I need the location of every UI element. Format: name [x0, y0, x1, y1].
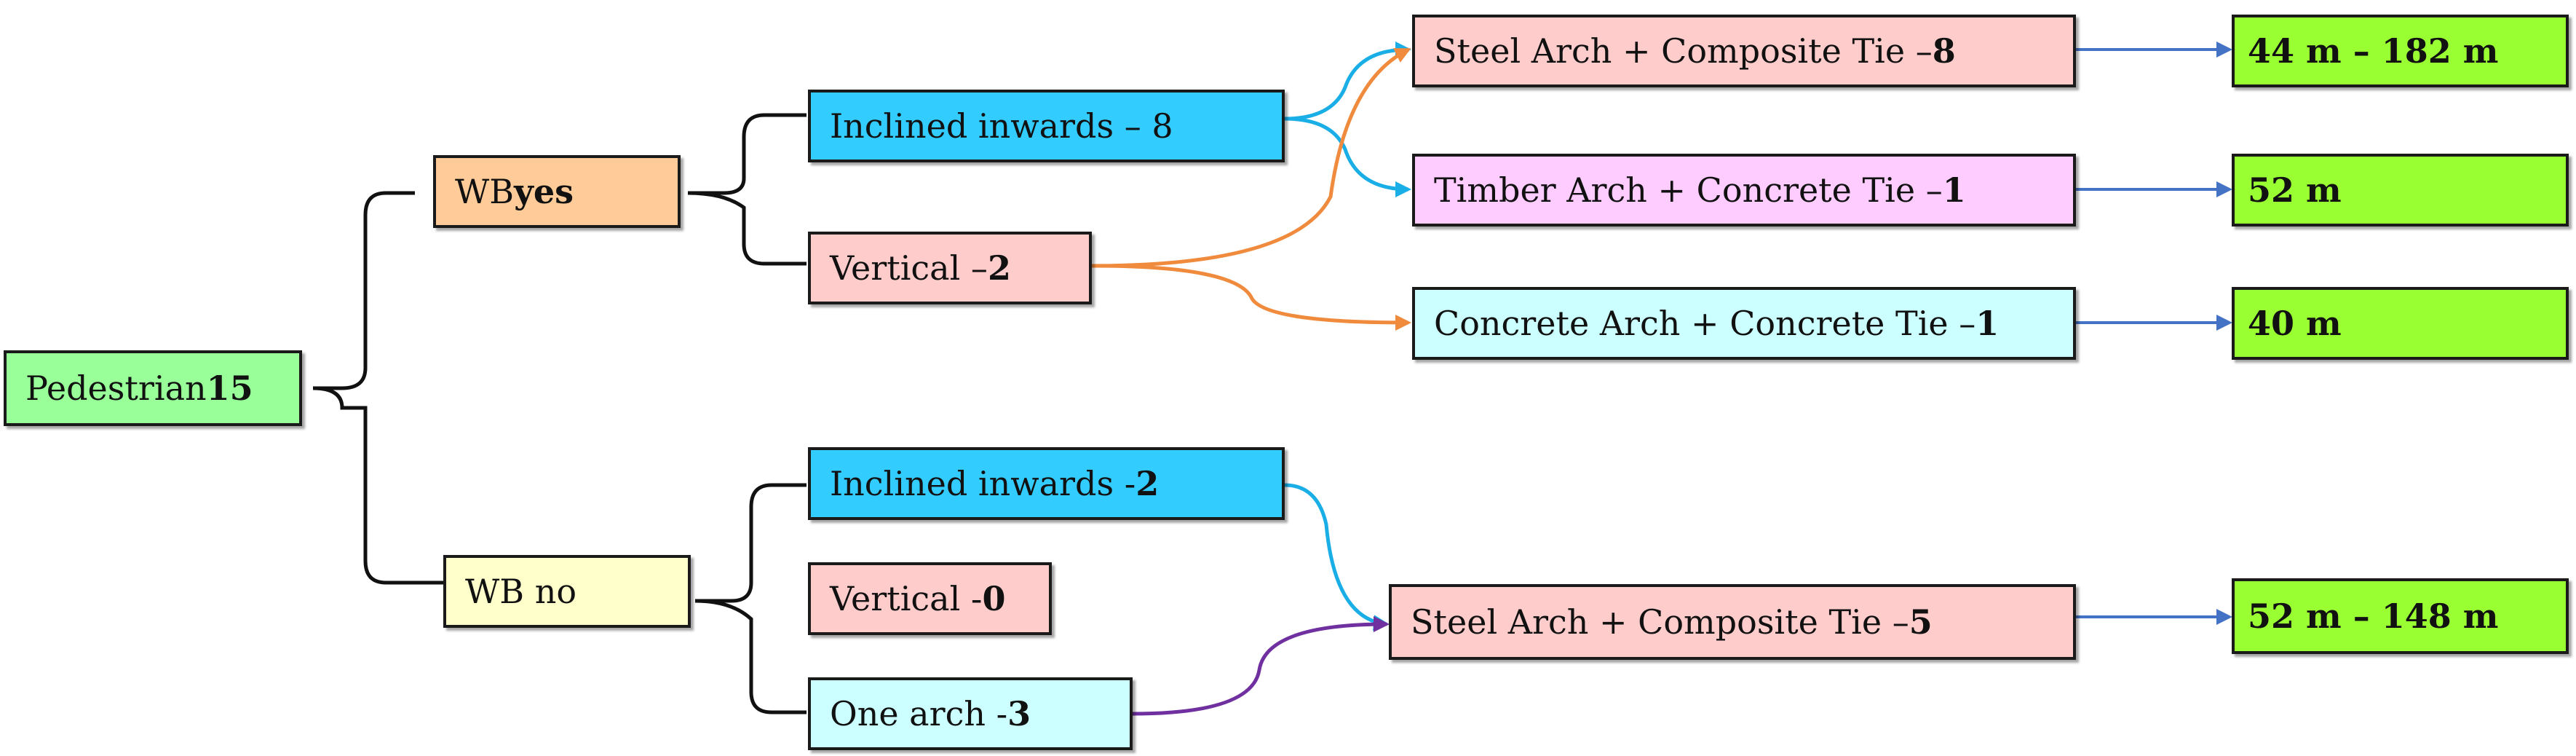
node-pedestrian-text: Pedestrian	[25, 369, 207, 408]
node-steel-composite-yes: Steel Arch + Composite Tie – 8	[1412, 15, 2076, 87]
link-inclined-to-timber	[1284, 117, 1411, 197]
result-1-text: 44 m – 182 m	[2248, 31, 2499, 71]
node-inclined-no-count: 2	[1136, 464, 1160, 503]
node-wb-no: WB no	[443, 555, 691, 628]
node-steel-composite-no: Steel Arch + Composite Tie – 5	[1389, 584, 2076, 660]
brace-wb-yes	[687, 113, 807, 266]
brace-wb-no	[694, 483, 807, 714]
node-one-arch: One arch - 3	[808, 677, 1133, 750]
result-span-timber-concrete: 52 m	[2232, 154, 2569, 227]
brace-pedestrian	[312, 191, 444, 585]
result-span-concrete-concrete: 40 m	[2232, 287, 2569, 360]
result-span-steel-composite-yes: 44 m – 182 m	[2232, 15, 2569, 87]
node-vertical-no-count: 0	[982, 579, 1006, 618]
link-vertical-to-concrete	[1091, 264, 1411, 331]
link-inclined-no-to-steel	[1284, 483, 1390, 631]
node-inclined-yes-text: Inclined inwards – 8	[830, 106, 1173, 146]
node-steel-composite-no-text: Steel Arch + Composite Tie –	[1411, 602, 1909, 642]
node-wb-yes-text: WB	[455, 172, 515, 211]
result-4-text: 52 m – 148 m	[2248, 596, 2499, 636]
link-one-arch-to-steel	[1132, 616, 1390, 716]
node-steel-composite-yes-text: Steel Arch + Composite Tie –	[1434, 31, 1933, 71]
node-vertical-yes: Vertical – 2	[808, 232, 1092, 304]
result-span-steel-composite-no: 52 m – 148 m	[2232, 578, 2569, 654]
node-inclined-no-text: Inclined inwards -	[830, 464, 1136, 503]
node-wb-no-text: WB no	[465, 572, 577, 611]
node-timber-concrete: Timber Arch + Concrete Tie – 1	[1412, 154, 2076, 227]
node-timber-concrete-text: Timber Arch + Concrete Tie –	[1434, 170, 1943, 210]
node-concrete-concrete-text: Concrete Arch + Concrete Tie –	[1434, 304, 1976, 343]
link-inclined-to-steel	[1284, 42, 1411, 121]
node-one-arch-count: 3	[1007, 694, 1031, 733]
node-concrete-concrete: Concrete Arch + Concrete Tie – 1	[1412, 287, 2076, 360]
node-vertical-yes-count: 2	[987, 248, 1011, 288]
node-concrete-concrete-count: 1	[1975, 304, 2000, 343]
node-timber-concrete-count: 1	[1942, 170, 1966, 210]
node-steel-composite-yes-count: 8	[1932, 31, 1956, 71]
node-one-arch-text: One arch -	[830, 694, 1008, 733]
node-pedestrian: Pedestrian 15	[4, 350, 302, 426]
node-vertical-yes-text: Vertical –	[830, 248, 988, 288]
node-wb-yes-bold: yes	[514, 172, 574, 211]
node-inclined-yes: Inclined inwards – 8	[808, 90, 1285, 162]
node-inclined-no: Inclined inwards - 2	[808, 447, 1285, 520]
node-steel-composite-no-count: 5	[1909, 602, 1933, 642]
result-3-text: 40 m	[2248, 304, 2342, 343]
node-vertical-no: Vertical - 0	[808, 562, 1052, 635]
node-wb-yes: WB yes	[433, 155, 681, 228]
node-vertical-no-text: Vertical -	[830, 579, 983, 618]
node-pedestrian-count: 15	[206, 369, 253, 408]
result-2-text: 52 m	[2248, 170, 2342, 210]
link-vertical-to-steel	[1091, 47, 1411, 268]
